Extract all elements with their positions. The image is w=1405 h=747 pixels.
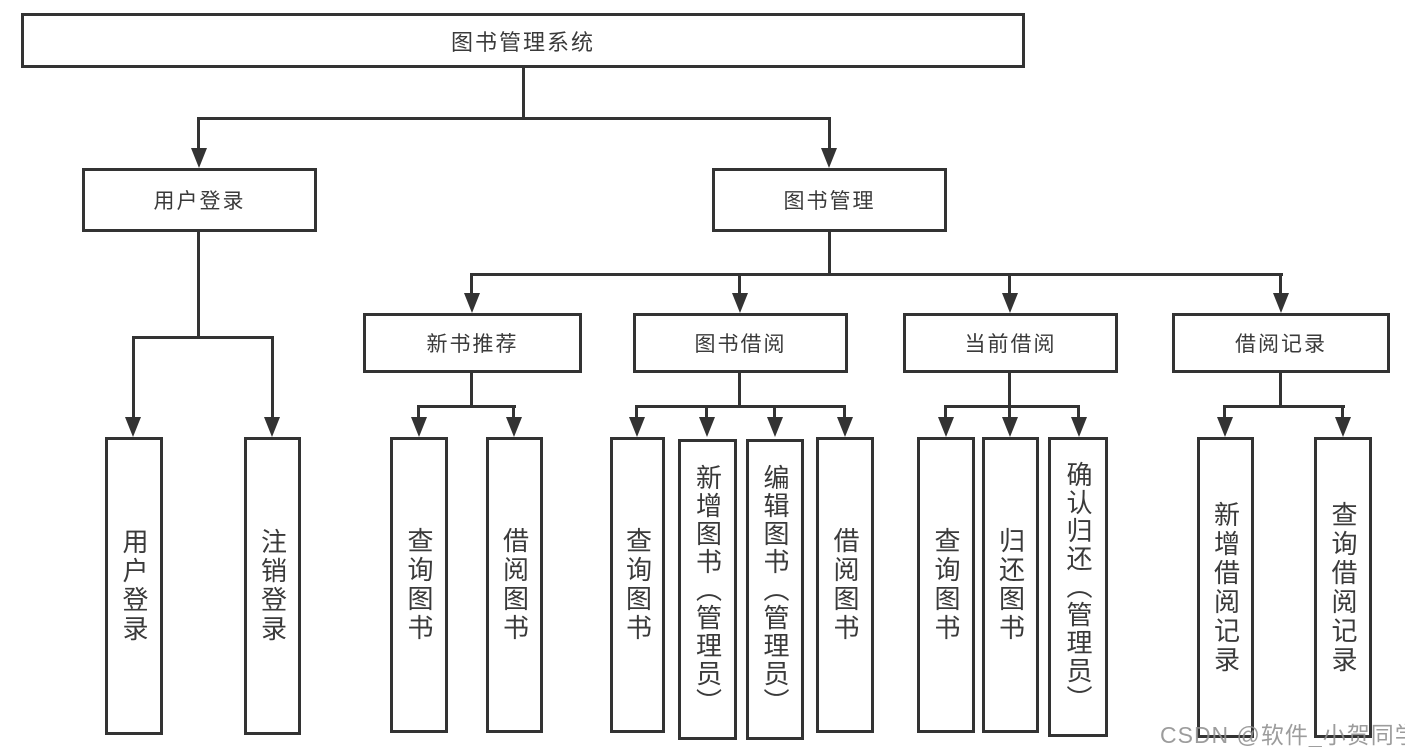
connector-new-book-rec-horizontal [417,405,516,408]
node-leaf-bor-borrow-book-label: 借阅图书 [830,527,860,643]
arrowhead-bor-add-book [699,417,715,437]
connector-drop-book-borrow [738,273,741,293]
node-leaf-bor-add-book-admin-label: 新增图书（管理员） [692,463,723,716]
node-library-management-system-label: 图书管理系统 [450,29,595,55]
node-leaf-rec-query-book: 查询图书 [390,437,448,733]
connector-drop-login [132,336,135,417]
arrowhead-current-borrow [1002,293,1018,313]
arrowhead-logout [264,417,280,437]
node-leaf-add-borrow-record-label: 新增借阅记录 [1210,500,1241,675]
connector-drop-new-book-rec [470,273,473,293]
node-leaf-cur-confirm-return-admin: 确认归还（管理员） [1048,437,1108,737]
node-leaf-user-login: 用户登录 [105,437,163,735]
node-leaf-cur-query-book-label: 查询图书 [931,527,961,643]
connector-book-borrow-horizontal [635,405,846,408]
connector-drop-current-borrow [1008,273,1011,293]
node-leaf-user-login-label: 用户登录 [119,528,149,644]
arrowhead-cur-confirm-return [1071,417,1087,437]
connector-drop-rec-query-record [1341,405,1344,419]
connector-level3-horizontal [470,273,1283,276]
node-current-borrowing-label: 当前借阅 [964,333,1057,356]
node-leaf-bor-query-book: 查询图书 [610,437,665,733]
node-book-borrowing-label: 图书借阅 [694,333,787,356]
arrowhead-cur-return-book [1002,417,1018,437]
node-leaf-rec-borrow-book: 借阅图书 [486,437,543,733]
node-current-borrowing: 当前借阅 [903,313,1118,373]
arrowhead-bor-borrow-book [837,417,853,437]
arrowhead-cur-query-book [938,417,954,437]
node-borrowing-records: 借阅记录 [1172,313,1390,373]
node-new-book-recommendation: 新书推荐 [363,313,582,373]
arrowhead-book-borrow [732,293,748,313]
connector-drop-bor-edit-book [773,405,776,419]
connector-level2-horizontal [197,117,831,120]
connector-root-trunk [522,68,525,118]
arrowhead-rec-borrow-book [506,417,522,437]
node-leaf-cur-query-book: 查询图书 [917,437,975,733]
arrowhead-borrow-records [1273,293,1289,313]
connector-drop-user-login [197,117,200,148]
arrowhead-bor-query-book [629,417,645,437]
connector-new-book-rec-trunk [470,373,473,405]
node-user-login: 用户登录 [82,168,317,232]
node-borrowing-records-label: 借阅记录 [1235,333,1327,356]
node-library-management-system: 图书管理系统 [21,13,1025,68]
connector-drop-cur-confirm-return [1077,405,1080,419]
node-leaf-bor-borrow-book: 借阅图书 [816,437,874,733]
node-book-management: 图书管理 [712,168,947,232]
connector-drop-rec-add-record [1223,405,1226,419]
node-leaf-cur-confirm-return-admin-label: 确认归还（管理员） [1063,461,1093,713]
node-leaf-cur-return-book: 归还图书 [982,437,1039,733]
node-leaf-query-borrow-record: 查询借阅记录 [1314,437,1372,738]
connector-drop-bor-query-book [635,405,638,419]
connector-drop-rec-query-book [417,405,420,419]
node-leaf-logout-label: 注销登录 [257,528,288,644]
connector-drop-rec-borrow-book [512,405,515,419]
node-leaf-bor-add-book-admin: 新增图书（管理员） [678,439,737,740]
arrowhead-rec-query-book [411,417,427,437]
connector-drop-cur-return-book [1008,405,1011,419]
arrowhead-bor-edit-book [767,417,783,437]
connector-drop-cur-query-book [944,405,947,419]
node-book-borrowing: 图书借阅 [633,313,848,373]
connector-drop-book-mgmt [828,117,831,148]
connector-current-borrow-horizontal [944,405,1080,408]
node-leaf-bor-edit-book-admin: 编辑图书（管理员） [746,439,804,740]
connector-book-borrow-trunk [738,373,741,405]
node-leaf-query-borrow-record-label: 查询借阅记录 [1328,500,1358,675]
connector-drop-bor-borrow-book [843,405,846,419]
node-leaf-logout: 注销登录 [244,437,301,735]
arrowhead-book-mgmt [821,148,837,168]
node-leaf-bor-query-book-label: 查询图书 [622,527,653,643]
connector-book-mgmt-trunk [828,232,831,273]
connector-borrow-records-trunk [1279,373,1282,405]
node-leaf-cur-return-book-label: 归还图书 [995,527,1026,643]
arrowhead-rec-query-record [1335,417,1351,437]
node-leaf-rec-borrow-book-label: 借阅图书 [499,527,530,643]
arrowhead-login [125,417,141,437]
connector-user-login-horizontal [132,336,274,339]
connector-drop-bor-add-book [705,405,708,419]
arrowhead-new-book-rec [464,293,480,313]
connector-user-login-trunk [197,232,200,336]
node-new-book-recommendation-label: 新书推荐 [426,333,519,356]
node-leaf-bor-edit-book-admin-label: 编辑图书（管理员） [760,463,790,716]
connector-current-borrow-trunk [1008,373,1011,405]
node-user-login-label: 用户登录 [153,190,246,213]
connector-borrow-records-horizontal [1223,405,1345,408]
csdn-watermark: CSDN @软件_小贺同学 [1160,722,1405,747]
connector-drop-borrow-records [1279,273,1282,293]
node-book-management-label: 图书管理 [783,190,876,213]
connector-drop-logout [271,336,274,417]
node-leaf-add-borrow-record: 新增借阅记录 [1197,437,1254,738]
arrowhead-user-login [191,148,207,168]
arrowhead-rec-add-record [1217,417,1233,437]
node-leaf-rec-query-book-label: 查询图书 [404,527,434,643]
